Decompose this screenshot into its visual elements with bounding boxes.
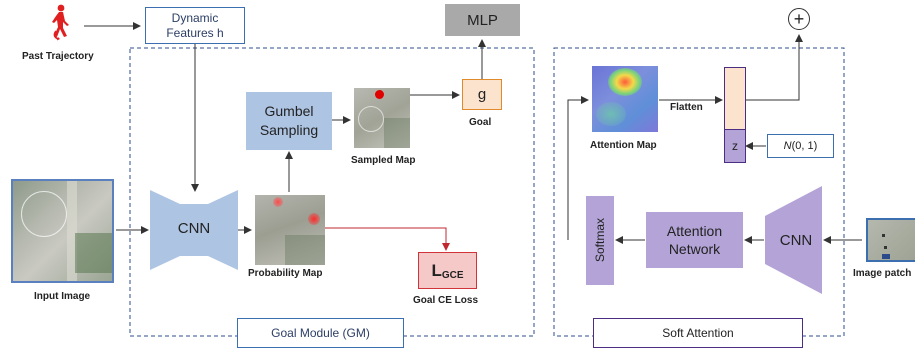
- attention-network-line1: Attention: [666, 223, 723, 239]
- attention-network-box: Attention Network: [646, 212, 743, 268]
- dynamic-features-line1: Dynamic: [171, 10, 219, 25]
- image-patch-label: Image patch: [853, 268, 912, 279]
- mlp-box: MLP: [445, 4, 520, 36]
- image-patch: [866, 218, 915, 262]
- lgce-main: L: [431, 260, 442, 280]
- plus-icon: +: [788, 8, 810, 30]
- soft-attention-title-box: Soft Attention: [593, 318, 803, 348]
- dynamic-features-line2: Features h: [166, 25, 224, 40]
- probability-map-image: [255, 195, 325, 265]
- attention-network-line2: Network: [668, 241, 721, 257]
- goal-module-border: [129, 47, 535, 337]
- goal-module-title: Goal Module (GM): [271, 326, 370, 340]
- normal-N: N: [783, 140, 792, 152]
- goal-label: Goal: [469, 117, 492, 128]
- plus-symbol: +: [793, 9, 805, 29]
- goal-g-box: g: [462, 79, 502, 110]
- input-image: [11, 179, 114, 283]
- attention-cnn-block: [765, 186, 822, 294]
- past-trajectory-label: Past Trajectory: [22, 51, 94, 62]
- gumbel-line2: Sampling: [259, 122, 319, 138]
- gumbel-line1: Gumbel: [264, 103, 314, 119]
- flatten-vector: [724, 67, 746, 130]
- goal-cnn-label: CNN: [177, 220, 211, 237]
- latent-z-label: z: [732, 139, 738, 153]
- latent-z-box: z: [724, 129, 746, 163]
- normal-distribution-box: N (0, 1): [767, 134, 834, 158]
- softmax-box: [586, 196, 614, 285]
- attention-cnn-label: CNN: [779, 232, 813, 249]
- sampled-map-label: Sampled Map: [351, 155, 416, 166]
- probability-map-label: Probability Map: [248, 268, 323, 279]
- goal-g-label: g: [477, 86, 487, 103]
- softmax-label: Softmax: [593, 218, 607, 263]
- goal-ce-loss-label: Goal CE Loss: [413, 295, 479, 306]
- normal-args: (0, 1): [791, 140, 818, 152]
- gumbel-sampling-box: Gumbel Sampling: [246, 92, 332, 150]
- lgce-sub: GCE: [441, 270, 464, 281]
- goal-module-title-box: Goal Module (GM): [237, 318, 404, 348]
- soft-attention-title: Soft Attention: [662, 326, 734, 340]
- attention-map-label: Attention Map: [590, 140, 657, 151]
- input-image-label: Input Image: [34, 291, 91, 302]
- pedestrian-icon: [52, 4, 69, 41]
- goal-cnn-block: [150, 190, 238, 270]
- flatten-label: Flatten: [670, 102, 703, 113]
- attention-map-image: [592, 66, 658, 132]
- sampled-goal-point: [375, 90, 384, 99]
- mlp-label: MLP: [467, 11, 498, 29]
- dynamic-features-box: Dynamic Features h: [145, 7, 245, 44]
